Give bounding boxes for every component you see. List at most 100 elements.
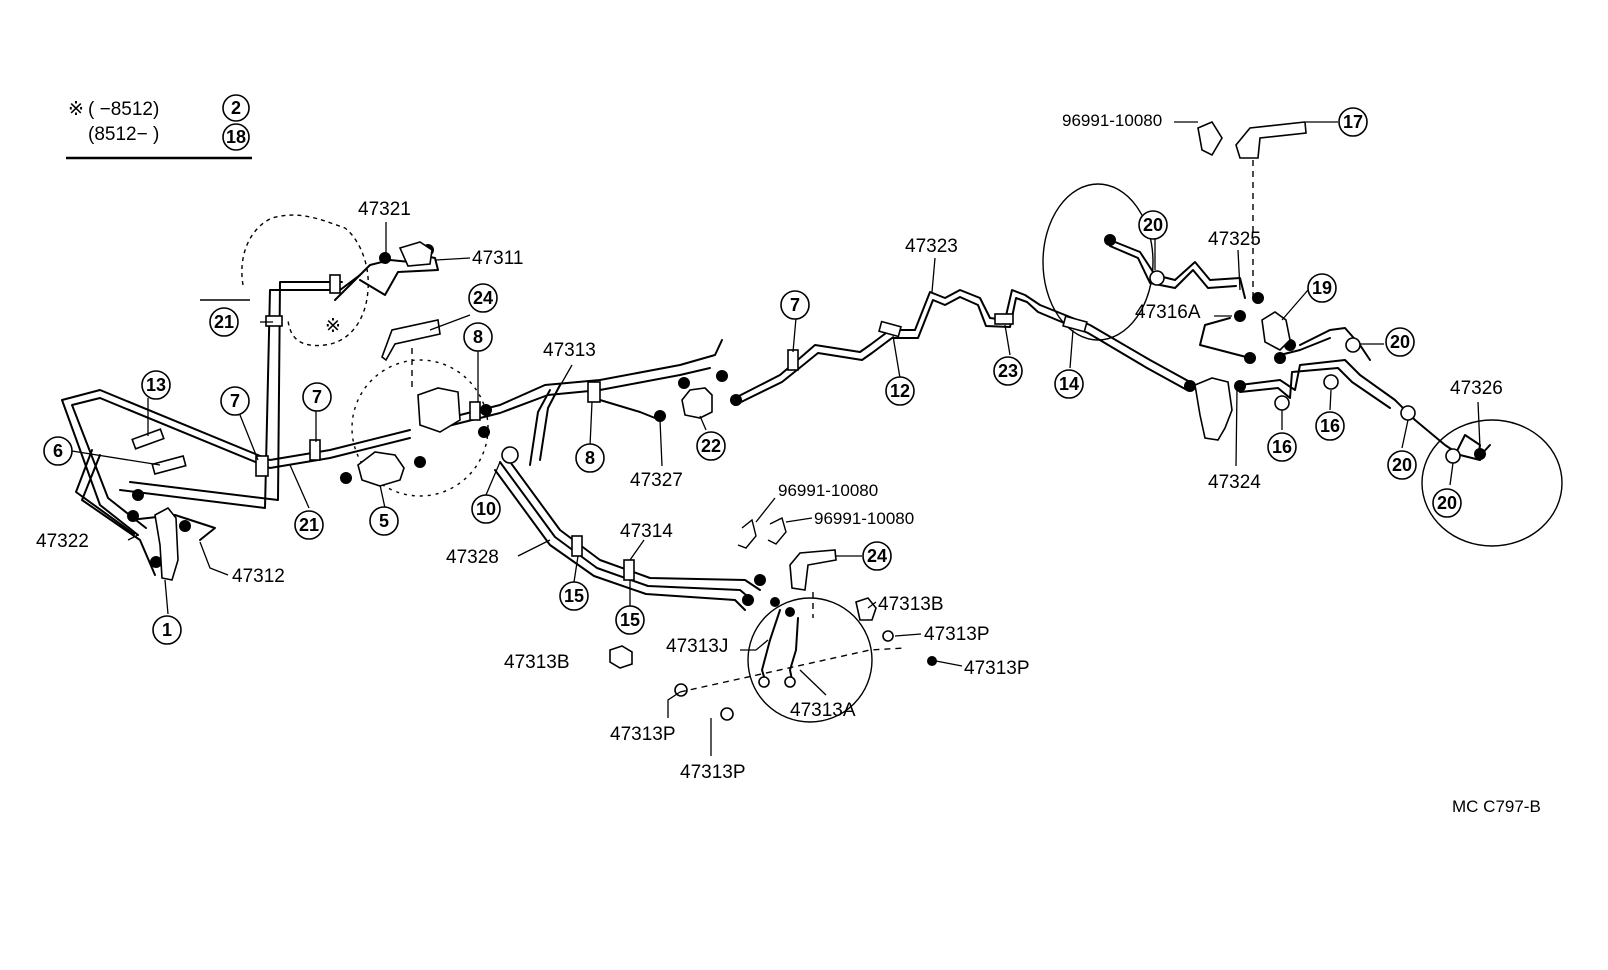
clamp-15b bbox=[623, 559, 635, 581]
label-47313b-upper: 47313B bbox=[878, 594, 944, 615]
svg-text:20: 20 bbox=[1437, 493, 1457, 513]
callout-17: 17 bbox=[1338, 107, 1368, 137]
svg-text:16: 16 bbox=[1272, 437, 1292, 457]
callout-13: 13 bbox=[141, 370, 171, 400]
bracket-24-upper bbox=[381, 319, 441, 362]
label-47322: 47322 bbox=[36, 531, 89, 552]
svg-text:22: 22 bbox=[701, 436, 721, 456]
callout-7b: 7 bbox=[302, 382, 332, 412]
valve-5-body bbox=[357, 451, 405, 487]
legend-range-1: ( −8512) bbox=[88, 99, 159, 120]
svg-text:15: 15 bbox=[564, 586, 584, 606]
washer-a bbox=[882, 630, 894, 642]
svg-text:21: 21 bbox=[214, 312, 234, 332]
legend-range-2: (8512− ) bbox=[88, 124, 159, 145]
svg-text:21: 21 bbox=[299, 515, 319, 535]
master-cylinder bbox=[398, 241, 433, 267]
clamp-14 bbox=[1062, 315, 1088, 333]
clamp-15a bbox=[571, 535, 583, 557]
callout-14: 14 bbox=[1054, 369, 1084, 399]
callout-7a: 7 bbox=[220, 386, 250, 416]
junction-ring-20a bbox=[1149, 270, 1165, 286]
bracket-17 bbox=[1235, 121, 1307, 159]
legend-mark: ※ bbox=[68, 99, 84, 120]
bracket-24-lower bbox=[789, 549, 837, 591]
label-47326: 47326 bbox=[1450, 378, 1503, 399]
clip-middle-b bbox=[767, 516, 787, 545]
callout-6: 6 bbox=[43, 436, 73, 466]
callout-19: 19 bbox=[1307, 273, 1337, 303]
callout-20a: 20 bbox=[1138, 210, 1168, 240]
label-47314: 47314 bbox=[620, 521, 673, 542]
label-47313p-d: 47313P bbox=[680, 762, 746, 783]
valve-19-body bbox=[1261, 311, 1291, 351]
svg-text:24: 24 bbox=[867, 546, 887, 566]
callout-21a: 21 bbox=[209, 307, 239, 337]
legend-ref-circle-1 bbox=[222, 94, 250, 122]
clamp-7c bbox=[787, 349, 799, 371]
flex-hose-a bbox=[789, 617, 799, 681]
label-47313a: 47313A bbox=[790, 700, 856, 721]
callout-16b: 16 bbox=[1315, 411, 1345, 441]
label-47321: 47321 bbox=[358, 199, 411, 220]
junction-ring-16a bbox=[1274, 395, 1290, 411]
leader-lines bbox=[71, 121, 1481, 756]
diagram-code: MC C797-B bbox=[1452, 797, 1541, 816]
clamp-7a bbox=[255, 455, 269, 477]
lsp-valve-1 bbox=[154, 506, 179, 581]
label-clip-a: 96991-10080 bbox=[1062, 111, 1162, 130]
label-47313b-lower: 47313B bbox=[504, 652, 570, 673]
callout-21b: 21 bbox=[294, 510, 324, 540]
legend-ref-2: 18 bbox=[226, 127, 246, 147]
label-47328: 47328 bbox=[446, 547, 499, 568]
junction-ring-20d bbox=[1445, 448, 1461, 464]
svg-text:24: 24 bbox=[473, 288, 493, 308]
callout-12: 12 bbox=[885, 376, 915, 406]
label-47312: 47312 bbox=[232, 566, 285, 587]
callout-22: 22 bbox=[696, 431, 726, 461]
label-47327: 47327 bbox=[630, 470, 683, 491]
valve-8-body bbox=[417, 387, 461, 433]
callout-15a: 15 bbox=[559, 581, 589, 611]
callout-10: 10 bbox=[471, 494, 501, 524]
legend: ※ ( −8512) 2 (8512− ) 18 bbox=[66, 94, 252, 160]
callout-24a: 24 bbox=[468, 283, 498, 313]
clamp-13 bbox=[131, 428, 165, 450]
clamp-21a bbox=[265, 315, 283, 327]
clamp-6 bbox=[151, 455, 187, 475]
label-47313p-b: 47313P bbox=[964, 658, 1030, 679]
callout-numbers: 1 5 6 7 7 7 8 8 10 12 13 14 15 15 16 16 … bbox=[43, 107, 1462, 645]
callout-7c: 7 bbox=[780, 290, 810, 320]
clip-middle-a bbox=[737, 518, 757, 549]
clamps bbox=[131, 274, 1088, 581]
svg-text:15: 15 bbox=[620, 610, 640, 630]
svg-text:20: 20 bbox=[1143, 215, 1163, 235]
label-47316a: 47316A bbox=[1135, 302, 1201, 323]
clamp-8a bbox=[469, 401, 481, 421]
label-47324: 47324 bbox=[1208, 472, 1261, 493]
svg-text:10: 10 bbox=[476, 499, 496, 519]
label-47323: 47323 bbox=[905, 236, 958, 257]
clamp-asterisk bbox=[329, 274, 341, 294]
label-clip-b: 96991-10080 bbox=[778, 481, 878, 500]
washer-d bbox=[720, 707, 734, 721]
svg-text:23: 23 bbox=[998, 361, 1018, 381]
label-47313: 47313 bbox=[543, 340, 596, 361]
svg-text:14: 14 bbox=[1059, 374, 1079, 394]
clamp-12 bbox=[878, 320, 902, 338]
label-47313p-c: 47313P bbox=[610, 724, 676, 745]
junction-ring-16b bbox=[1323, 374, 1339, 390]
svg-text:5: 5 bbox=[379, 511, 389, 531]
callout-8a: 8 bbox=[463, 322, 493, 352]
svg-text:1: 1 bbox=[162, 620, 172, 640]
junction-22-body bbox=[681, 387, 713, 419]
flex-hose-j bbox=[761, 609, 781, 681]
label-clip-c: 96991-10080 bbox=[814, 509, 914, 528]
part-number-labels: 47321 47311 47313 47323 47325 47316A 473… bbox=[36, 111, 1503, 783]
clamp-23 bbox=[994, 313, 1014, 325]
bolt-47313b-lower bbox=[609, 645, 633, 669]
label-47313p-a: 47313P bbox=[924, 624, 990, 645]
brake-lines bbox=[61, 239, 1491, 611]
svg-text:20: 20 bbox=[1392, 455, 1412, 475]
svg-text:17: 17 bbox=[1343, 112, 1363, 132]
